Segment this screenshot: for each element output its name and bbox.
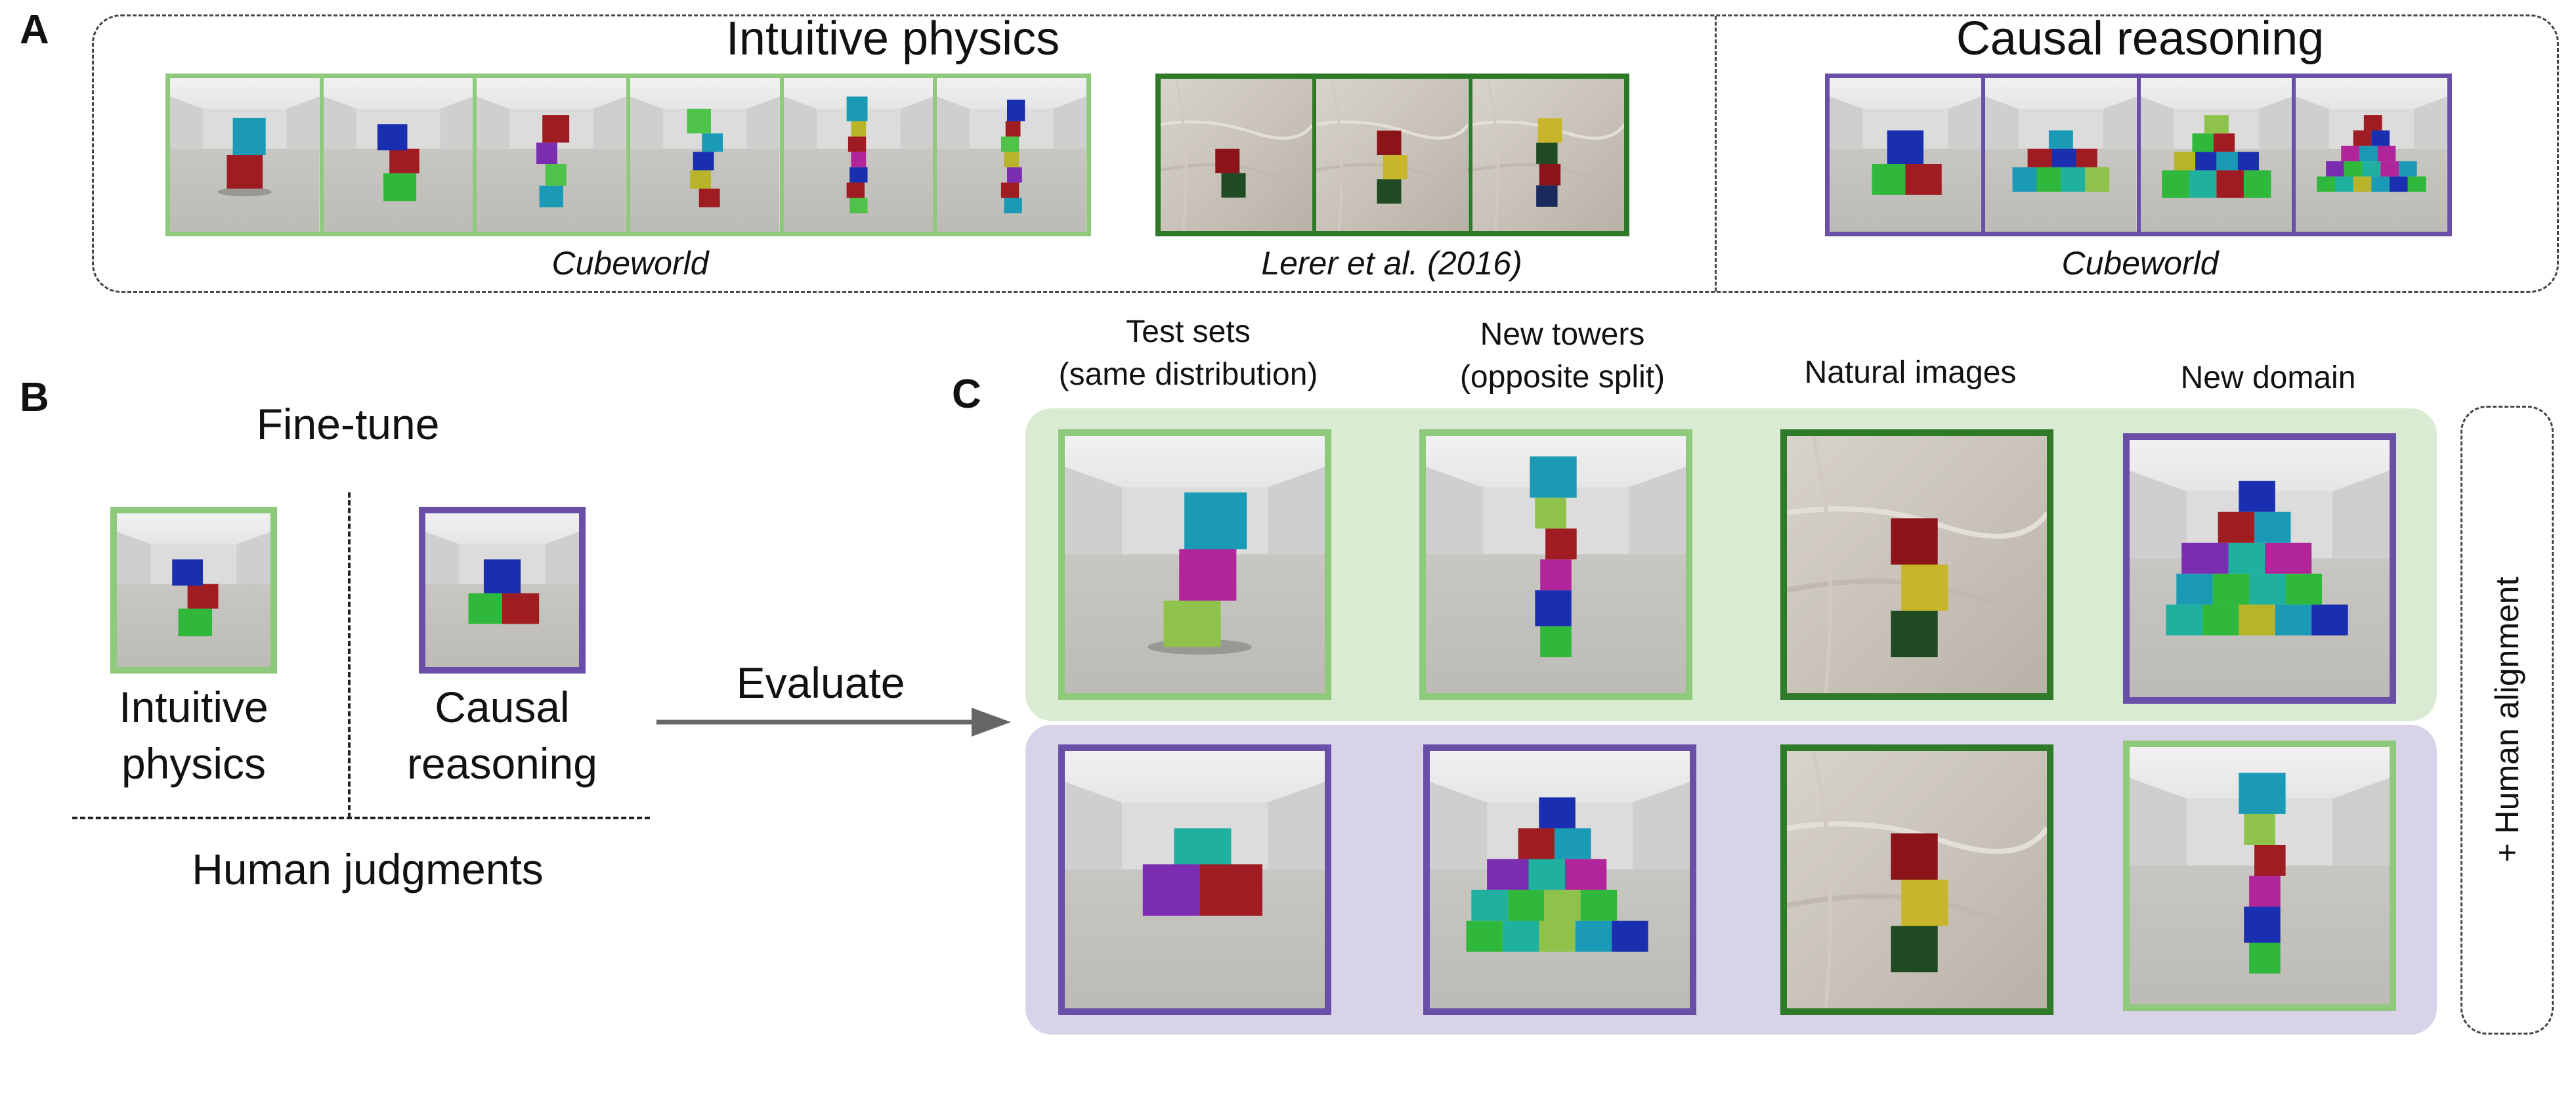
tower-image bbox=[937, 78, 1087, 232]
eval-image-test-set bbox=[1058, 429, 1331, 700]
column-header-new-towers: New towers (opposite split) bbox=[1398, 314, 1727, 399]
cubeworld-strip-intuitive bbox=[165, 74, 1091, 236]
column-header-line2: (opposite split) bbox=[1459, 359, 1665, 395]
intuitive-physics-title: Intuitive physics bbox=[725, 12, 1060, 65]
column-header-test-sets: Test sets (same distribution) bbox=[1024, 311, 1352, 397]
tower-image bbox=[630, 78, 784, 232]
eval-image-natural bbox=[1780, 429, 2053, 700]
structure-image bbox=[1985, 78, 2141, 232]
eval-image-new-towers bbox=[1423, 744, 1696, 1015]
column-header-line2: (same distribution) bbox=[1058, 356, 1318, 392]
structure-image bbox=[2296, 78, 2447, 232]
causal-line2: reasoning bbox=[407, 739, 597, 788]
natural-tower-image bbox=[1316, 79, 1472, 231]
structure-image bbox=[1830, 78, 1985, 232]
column-header-line1: Test sets bbox=[1126, 314, 1251, 349]
causal-example-image bbox=[419, 507, 586, 674]
tower-image bbox=[783, 78, 937, 232]
tower-image bbox=[170, 78, 324, 232]
panel-a-frame bbox=[92, 14, 2559, 293]
eval-image-natural bbox=[1780, 744, 2053, 1015]
eval-image-test-set bbox=[1058, 744, 1331, 1015]
column-header-line1: New domain bbox=[2180, 360, 2356, 395]
column-header-natural-images: Natural images bbox=[1746, 352, 2074, 395]
human-alignment-label: + Human alignment bbox=[2489, 576, 2525, 863]
panel-label-a: A bbox=[20, 7, 49, 53]
intuitive-line2: physics bbox=[121, 739, 267, 788]
human-alignment-box bbox=[2460, 406, 2554, 1035]
panel-b-horizontal-divider bbox=[72, 817, 650, 819]
evaluate-label: Evaluate bbox=[736, 658, 905, 707]
panel-a-divider bbox=[1715, 16, 1717, 291]
eval-image-new-domain bbox=[2123, 433, 2396, 704]
eval-image-new-domain bbox=[2123, 740, 2396, 1011]
tower-image bbox=[323, 78, 477, 232]
intuitive-line1: Intuitive bbox=[119, 683, 268, 731]
panel-label-b: B bbox=[20, 375, 49, 420]
panel-b-vertical-divider bbox=[348, 492, 351, 818]
causal-reasoning-label: Causal reasoning bbox=[371, 679, 633, 792]
structure-image bbox=[2140, 78, 2296, 232]
cubeworld-strip-causal bbox=[1825, 74, 2452, 236]
intuitive-example-image bbox=[110, 507, 277, 674]
column-header-line1: New towers bbox=[1480, 317, 1645, 352]
natural-tower-image bbox=[1472, 79, 1624, 231]
eval-image-new-towers bbox=[1419, 429, 1692, 700]
finetune-label: Fine-tune bbox=[256, 400, 440, 448]
lerer-strip bbox=[1155, 74, 1629, 236]
intuitive-physics-label: Intuitive physics bbox=[62, 679, 325, 792]
caption-cubeworld-causal: Cubeworld bbox=[2061, 245, 2219, 282]
natural-tower-image bbox=[1161, 79, 1317, 231]
causal-line1: Causal bbox=[435, 683, 570, 731]
human-judgments-label: Human judgments bbox=[192, 845, 544, 893]
caption-cubeworld-intuitive: Cubeworld bbox=[551, 245, 709, 282]
causal-reasoning-title: Causal reasoning bbox=[1956, 12, 2325, 65]
tower-image bbox=[477, 78, 631, 232]
evaluate-arrow bbox=[656, 708, 1011, 737]
column-header-line1: Natural images bbox=[1804, 355, 2017, 390]
caption-lerer: Lerer et al. (2016) bbox=[1261, 245, 1522, 282]
column-header-new-domain: New domain bbox=[2104, 357, 2432, 400]
panel-label-c: C bbox=[952, 372, 981, 417]
